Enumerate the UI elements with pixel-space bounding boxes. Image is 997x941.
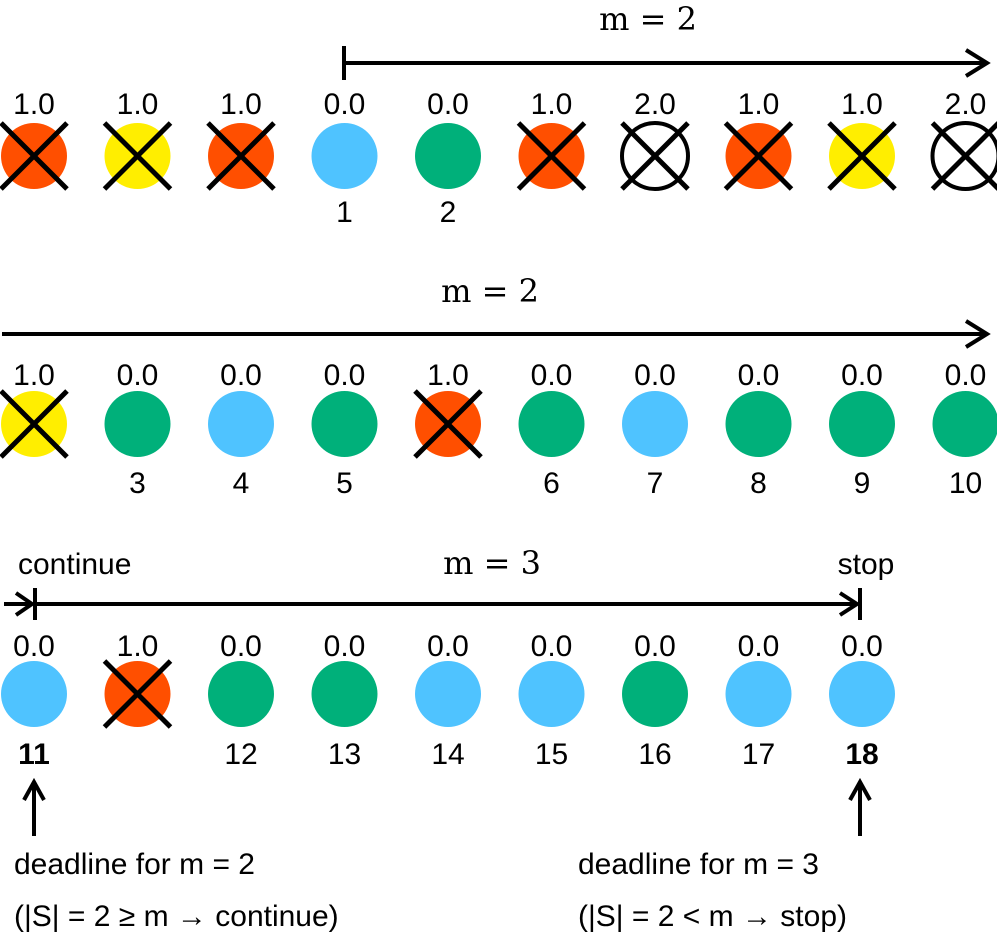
row3-m-label: m = 3 [443,544,541,582]
node-score: 1.0 [531,88,573,121]
node-score: 0.0 [945,359,987,392]
node-index: 9 [854,467,871,500]
node-score: 0.0 [324,88,366,121]
row1-m-label: m = 2 [599,0,697,38]
node-score: 0.0 [738,630,780,663]
node-score: 0.0 [634,359,676,392]
node-index: 18 [845,738,878,771]
node-score: 0.0 [324,630,366,663]
deadline-note-right-line2: (|S| = 2 < m → stop) [578,900,847,933]
node-score: 1.0 [13,359,55,392]
node-circle-green [829,391,895,457]
deadline-arrow-right [848,777,872,836]
cross-mark [516,121,587,191]
node-score: 0.0 [531,359,573,392]
node-circle-green [725,391,792,457]
node-circle-green [208,661,274,727]
node-index: 6 [543,467,560,500]
node-score: 0.0 [841,359,883,392]
cross-mark [413,389,483,459]
node-score: 1.0 [841,88,883,121]
deadline-note-left-line1: deadline for m = 2 [14,848,255,881]
node-circle-green [518,391,585,457]
node-circle-green [311,661,378,727]
node-score: 1.0 [13,88,55,121]
node-circle-blue [725,661,792,727]
node-index: 7 [647,467,664,500]
node-score: 0.0 [427,630,469,663]
node-index: 15 [535,738,568,771]
node-score: 0.0 [841,630,883,663]
node-index: 17 [742,738,775,771]
cross-mark [102,121,173,191]
node-circle-green [932,391,997,457]
node-score: 1.0 [220,88,262,121]
node-circle-blue [311,123,378,189]
node-score: 2.0 [945,88,987,121]
node-circle-blue [829,661,895,727]
node-score: 0.0 [427,88,469,121]
node-index: 14 [431,738,464,771]
cross-mark [620,121,690,191]
node-index: 8 [750,467,767,500]
node-score: 0.0 [738,359,780,392]
row2-m-label: m = 2 [441,272,539,310]
node-circle-blue [415,661,481,727]
node-score: 0.0 [117,359,159,392]
node-index: 4 [233,467,250,500]
cross-mark [723,121,794,191]
node-score: 2.0 [634,88,676,121]
node-index: 3 [129,467,146,500]
node-index: 10 [949,467,982,500]
node-circle-green [104,391,171,457]
node-score: 1.0 [117,630,159,663]
node-index: 16 [638,738,671,771]
node-index: 2 [440,196,457,229]
row1-arrow [342,46,991,80]
cross-mark [930,121,997,191]
node-score: 0.0 [324,359,366,392]
node-index: 13 [328,738,361,771]
node-index: 12 [224,738,257,771]
node-score: 0.0 [634,630,676,663]
node-score: 0.0 [13,630,55,663]
node-score: 0.0 [220,630,262,663]
node-circle-green [622,661,688,727]
cross-mark [102,659,173,729]
row2-arrow [2,319,991,349]
node-index: 11 [18,738,50,771]
node-score: 1.0 [117,88,159,121]
deadline-note-right-line1: deadline for m = 3 [578,848,819,881]
node-circle-green [415,123,481,189]
node-score: 0.0 [531,630,573,663]
deadline-arrow-left [22,777,46,836]
node-score: 1.0 [427,359,469,392]
cross-mark [0,389,69,459]
node-index: 1 [336,196,353,229]
cross-mark [0,121,69,191]
cross-mark [827,121,897,191]
node-circle-blue [1,661,67,727]
deadline-note-left-line2: (|S| = 2 ≥ m → continue) [14,900,339,933]
node-score: 1.0 [738,88,780,121]
node-circle-blue [518,661,585,727]
stop-label: stop [838,548,895,581]
row3-arrow [4,588,862,620]
continue-label: continue [18,548,131,581]
node-index: 5 [336,467,353,500]
cross-mark [206,121,276,191]
node-circle-blue [622,391,688,457]
circles-layer: 1.0 1.0 1.0 0.0 1 0.0 2 1.0 2.0 1.0 1.0 2.0 1.0 0.0 3 0… [0,88,997,771]
node-circle-green [311,391,378,457]
node-circle-blue [208,391,274,457]
node-score: 0.0 [220,359,262,392]
